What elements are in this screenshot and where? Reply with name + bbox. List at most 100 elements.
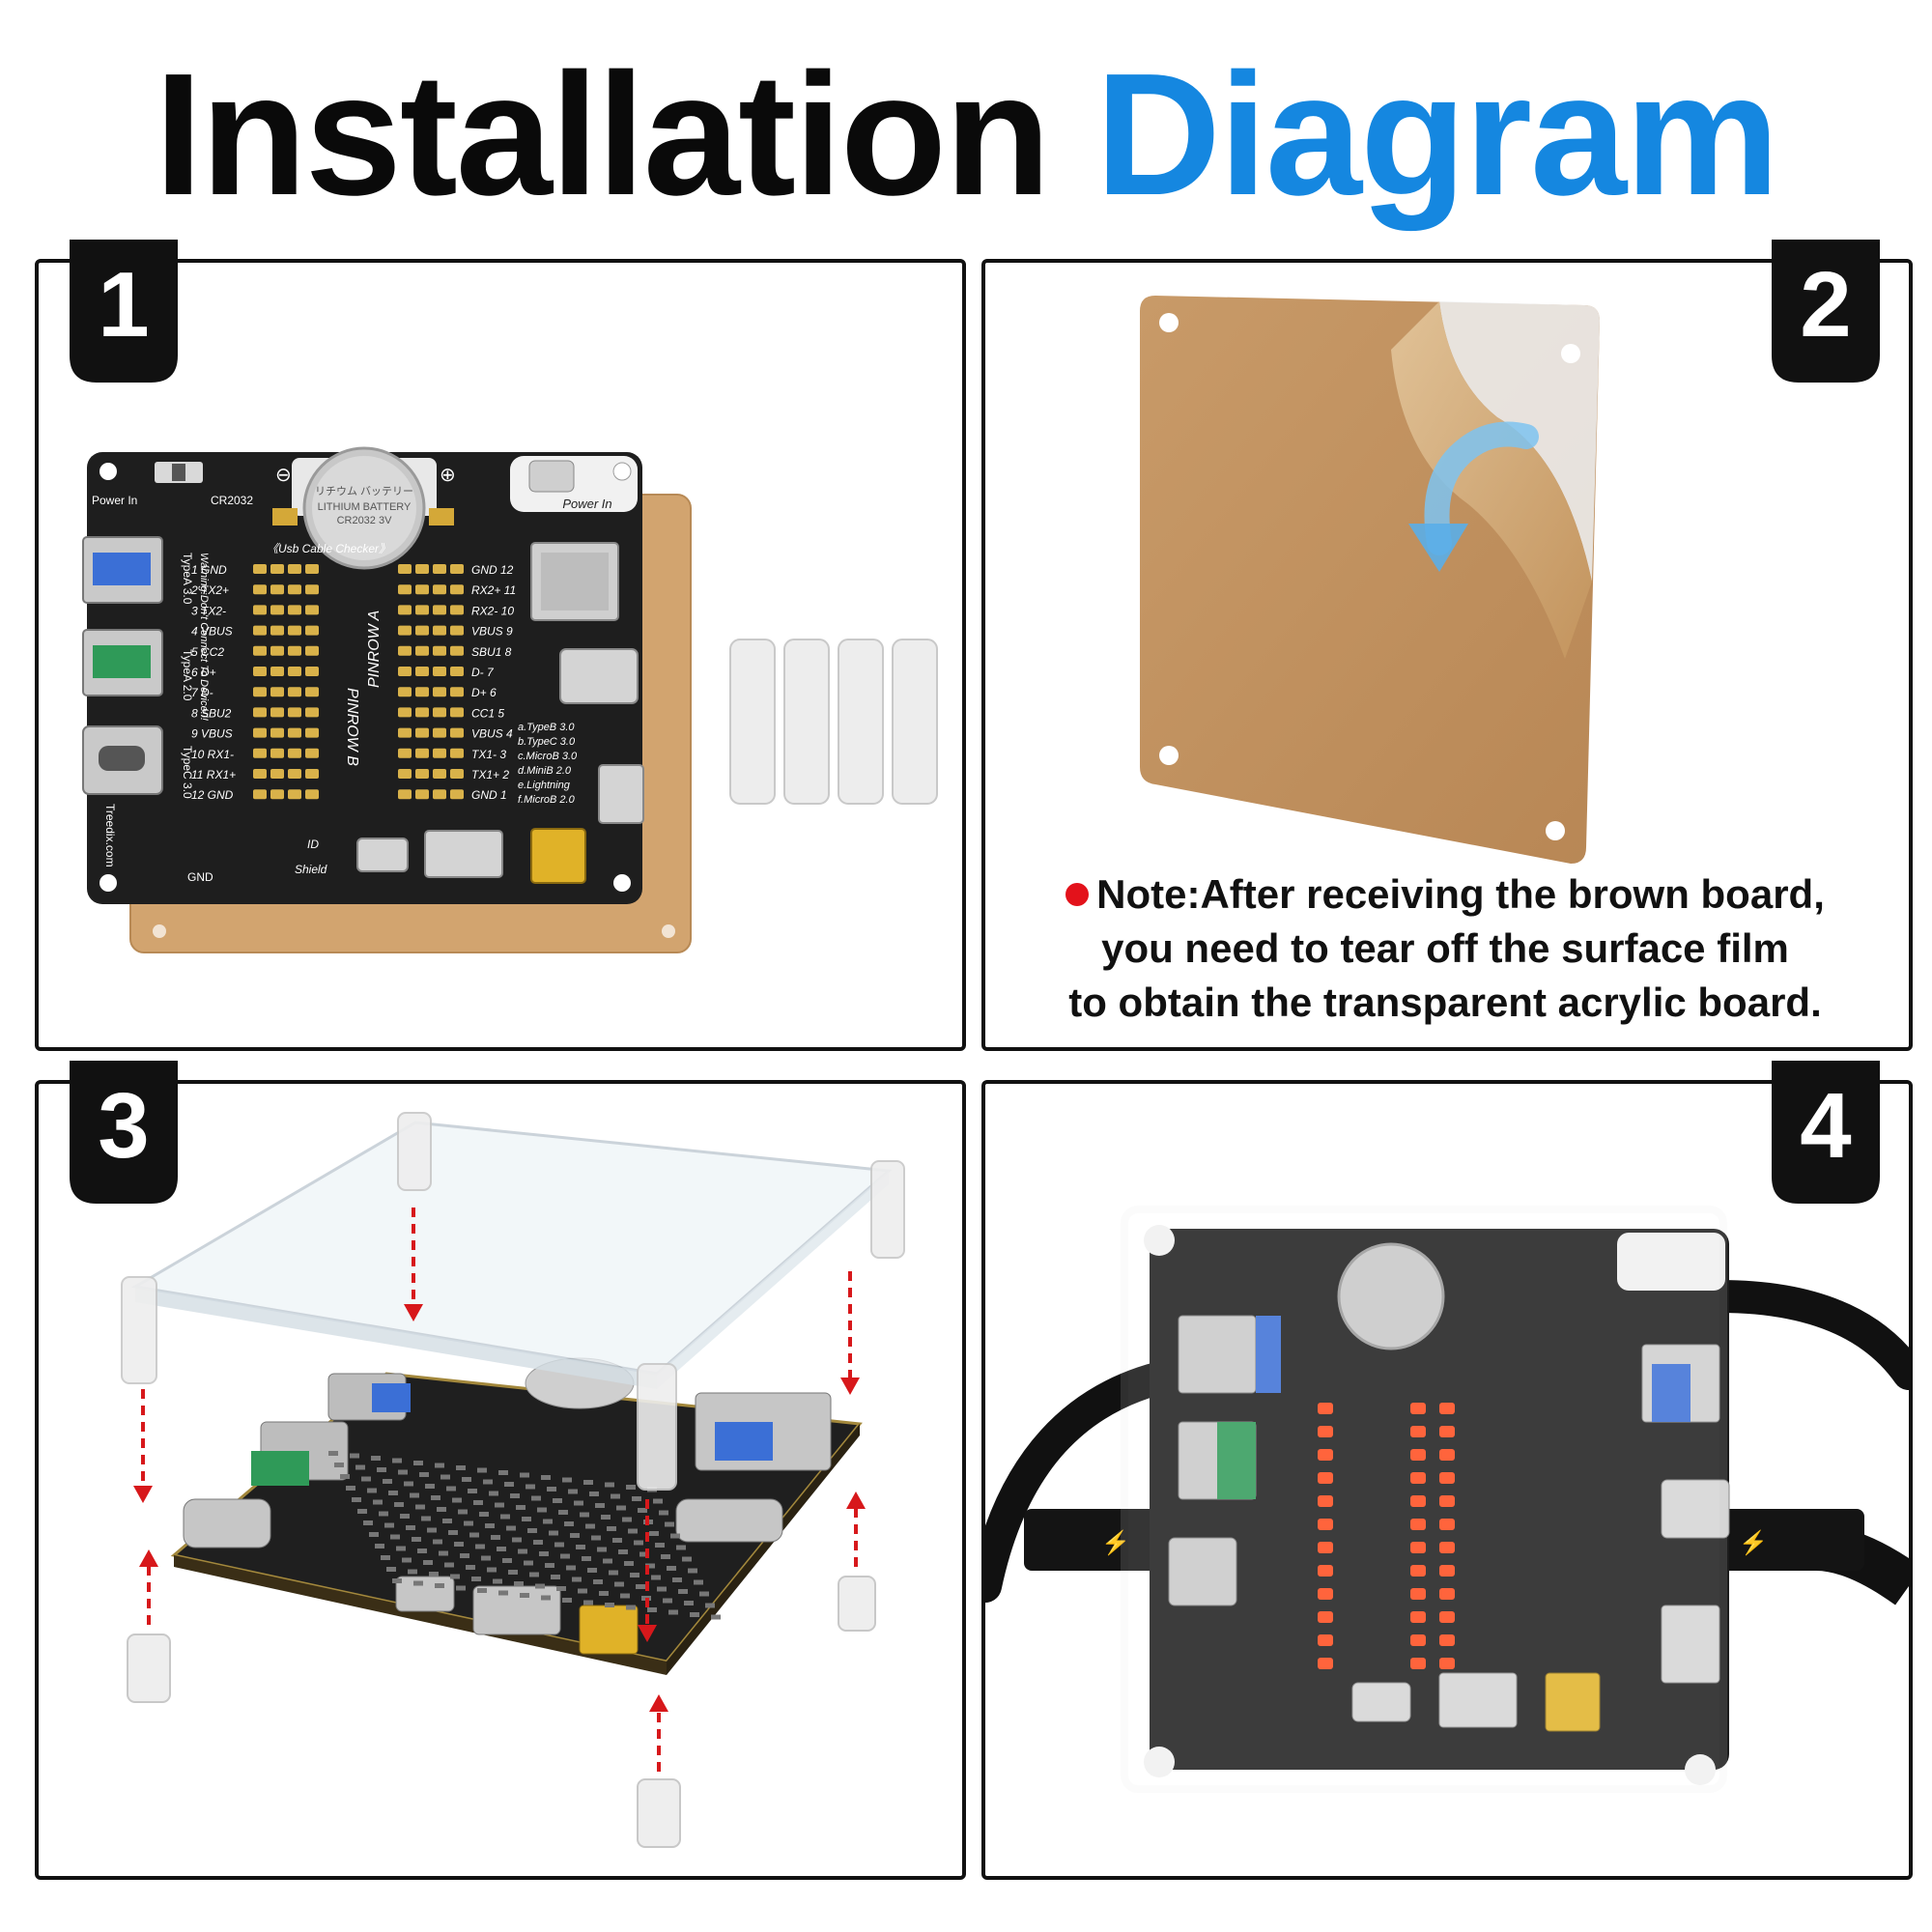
pin-pad <box>415 748 429 758</box>
pin-dot <box>412 1537 421 1542</box>
pin-dot <box>500 1514 510 1520</box>
led <box>1439 1495 1455 1507</box>
pin-pad <box>433 645 446 656</box>
left-pin-label: 9 VBUS <box>191 727 233 741</box>
pin-pad <box>288 564 301 574</box>
pin-pad <box>288 625 301 636</box>
pin-dot <box>639 1551 649 1557</box>
pin-pad <box>270 564 284 574</box>
note-line-2: you need to tear off the surface film <box>1101 925 1789 971</box>
right-pin-label: RX2+ 11 <box>471 583 516 597</box>
pin-dot <box>456 1465 466 1470</box>
pin-dot <box>369 1532 379 1537</box>
pin-dot <box>458 1509 468 1515</box>
pin-dot <box>361 1476 371 1482</box>
pin-pad <box>398 645 412 656</box>
pin-dot <box>682 1556 692 1562</box>
pin-dot <box>508 1570 518 1575</box>
pin-pad <box>288 789 301 800</box>
pin-pad <box>270 645 284 656</box>
pin-pad <box>305 605 319 615</box>
pin-dot <box>537 1507 547 1513</box>
pin-pad <box>253 605 267 615</box>
pin-pad <box>253 727 267 738</box>
pin-dot <box>471 1577 481 1581</box>
pin-pad <box>433 687 446 697</box>
left-pin-label: 10 RX1- <box>191 748 234 761</box>
pin-dot <box>410 1492 419 1498</box>
note-line-1: Note:After receiving the brown board, <box>1096 871 1825 917</box>
pin-dot <box>367 1488 377 1493</box>
step-1-number: 1 <box>98 253 150 356</box>
pin-dot <box>605 1603 614 1607</box>
pin-pad <box>305 584 319 595</box>
pin-dot <box>533 1540 543 1545</box>
pin-dot <box>439 1550 448 1556</box>
pin-dot <box>526 1484 535 1490</box>
led <box>1439 1472 1455 1484</box>
battery-jp-text: リチウム バッテリー <box>315 485 413 497</box>
pin-dot <box>520 1593 529 1598</box>
pin-grid-3d <box>328 1451 721 1620</box>
step-2-number: 2 <box>1800 253 1852 356</box>
pin-dot <box>363 1520 373 1525</box>
right-cable <box>1635 1280 1909 1390</box>
note-line-3: to obtain the transparent acrylic board. <box>1068 980 1822 1025</box>
pin-pad <box>288 769 301 779</box>
title-word-installation: Installation <box>154 38 1051 232</box>
pin-pad <box>415 584 429 595</box>
pin-dot <box>502 1558 512 1563</box>
pin-dot <box>433 1539 442 1545</box>
pin-dot <box>373 1499 383 1505</box>
pin-pad <box>270 605 284 615</box>
pin-dot <box>676 1545 686 1550</box>
pin-pad <box>415 789 429 800</box>
step-1-illustration: Power In Power In CR2032 リチウム バッテリー LITH… <box>82 446 938 953</box>
pin-pad <box>398 789 412 800</box>
right-pin-label: TX1- 3 <box>471 748 506 761</box>
right-pin-label: GND 1 <box>471 788 507 802</box>
pin-pad <box>253 707 267 718</box>
pin-dot <box>514 1581 524 1586</box>
pin-dot <box>386 1567 396 1572</box>
right-pin-label: CC1 5 <box>471 706 504 720</box>
pin-pad <box>288 584 301 595</box>
pin-pad <box>270 748 284 758</box>
typec-port-b <box>559 648 639 704</box>
pin-pad <box>270 769 284 779</box>
pin-pad <box>450 789 464 800</box>
pin-dot <box>616 1505 626 1511</box>
pin-dot <box>419 1472 429 1477</box>
pin-dot <box>636 1584 645 1589</box>
typec3-label: TypeC 3.0 <box>181 746 194 799</box>
arrow-heads <box>133 1304 866 1712</box>
pin-dot <box>481 1555 491 1561</box>
right-pin-label: D+ 6 <box>471 686 497 699</box>
pin-dot <box>435 1583 444 1588</box>
pin-pad <box>415 605 429 615</box>
pin-pad <box>305 564 319 574</box>
pin-pad <box>415 667 429 676</box>
pin-pad <box>398 769 412 779</box>
battery-text-2: CR2032 3V <box>337 515 393 526</box>
id-label: ID <box>307 838 319 851</box>
pin-pad <box>415 564 429 574</box>
peeling-film <box>1391 301 1592 659</box>
pin-pad <box>305 687 319 697</box>
pin-dot <box>603 1558 612 1564</box>
pin-dot <box>591 1535 601 1541</box>
pin-pad <box>415 687 429 697</box>
pin-dot <box>398 1469 408 1475</box>
step-4-illustration: ⚡ ⚡ <box>985 1206 1909 1793</box>
pin-dot <box>580 1512 589 1518</box>
led <box>1318 1658 1333 1669</box>
acrylic-top-panel <box>130 1121 893 1376</box>
pin-pad <box>270 625 284 636</box>
pin-pad <box>450 667 464 676</box>
pin-dot <box>560 1553 570 1559</box>
legend-item: a.TypeB 3.0 <box>518 722 575 733</box>
pin-dot <box>562 1477 572 1483</box>
pin-dot <box>383 1479 392 1484</box>
standoffs <box>729 639 938 805</box>
pin-dot <box>589 1492 599 1496</box>
